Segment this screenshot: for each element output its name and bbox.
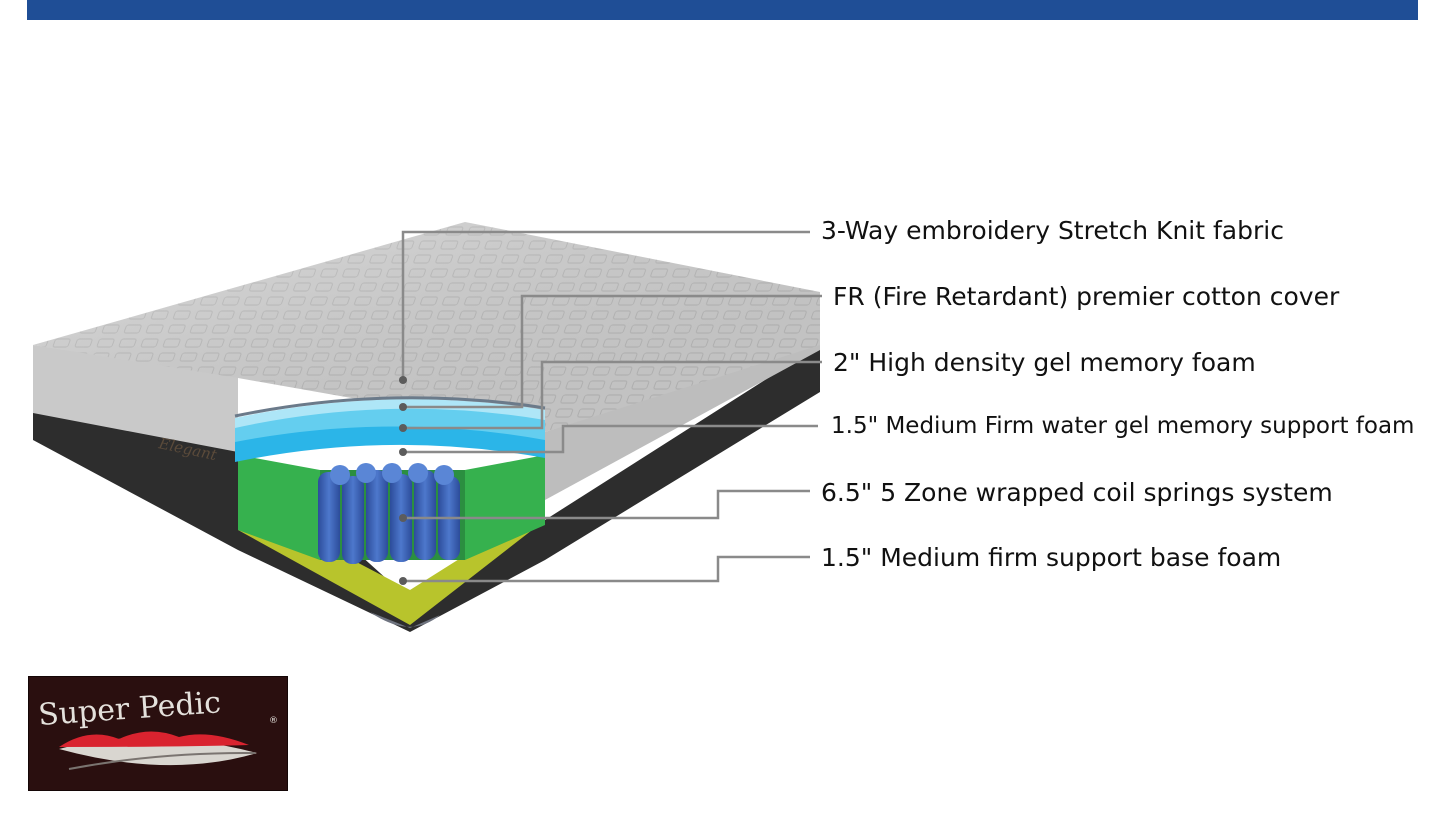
logo-wordmark: Super Pedic (37, 685, 222, 733)
leader-line-coil-springs (403, 489, 810, 520)
knit-fabric-edge (234, 396, 546, 418)
leader-dot (399, 514, 407, 522)
top-banner (27, 0, 1418, 20)
leader-dot (399, 376, 407, 384)
mattress-front-side (545, 340, 820, 500)
coil-spring (382, 463, 402, 483)
leader-dot (399, 424, 407, 432)
leader-lines (401, 230, 822, 583)
feather-red-flame (59, 731, 249, 747)
label-cotton-cover: FR (Fire Retardant) premier cotton cover (833, 282, 1340, 311)
coil-spring (356, 463, 376, 483)
leader-line-knit-fabric (401, 230, 810, 380)
leader-line-base-foam (403, 555, 810, 583)
support-foam-left (238, 455, 320, 560)
leader-line-gel-foam (403, 360, 822, 430)
coil-spring (408, 463, 428, 483)
leader-dots (399, 376, 407, 585)
mattress-body: Elegant (33, 222, 820, 632)
coil-spring (434, 465, 454, 485)
coil-spring (330, 465, 350, 485)
water-gel-foam-layer (235, 424, 545, 462)
coil-springs (318, 463, 460, 564)
coil-spring (342, 476, 364, 564)
coil-spring (366, 470, 388, 562)
mattress-bottom-band (33, 345, 820, 632)
base-foam-bottom (370, 612, 440, 628)
logo-trademark: ® (269, 716, 278, 726)
mattress-top-shading (33, 222, 820, 432)
gel-memory-foam-layer (235, 406, 545, 442)
leader-dot (399, 577, 407, 585)
support-foam-right (465, 455, 545, 560)
super-pedic-logo: Super Pedic ® (28, 676, 288, 791)
logo-artwork: Super Pedic ® (37, 685, 278, 770)
label-gel-memory-foam: 2" High density gel memory foam (833, 348, 1256, 377)
label-coil-springs: 6.5" 5 Zone wrapped coil springs system (821, 478, 1333, 507)
feather-spine (68, 751, 256, 770)
mattress-cutaway (234, 396, 546, 628)
coil-spring (414, 470, 436, 560)
label-base-foam: 1.5" Medium firm support base foam (821, 543, 1282, 572)
leader-line-cotton-cover (403, 294, 822, 409)
leader-dot (399, 403, 407, 411)
leader-dot (399, 448, 407, 456)
label-water-gel-support-foam: 1.5" Medium Firm water gel memory suppor… (831, 413, 1415, 439)
label-knit-fabric: 3-Way embroidery Stretch Knit fabric (821, 216, 1284, 245)
mattress-left-side (33, 345, 238, 452)
base-foam-layer (238, 500, 545, 625)
coil-spring (318, 472, 340, 562)
leader-line-water-gel-foam (403, 424, 818, 454)
